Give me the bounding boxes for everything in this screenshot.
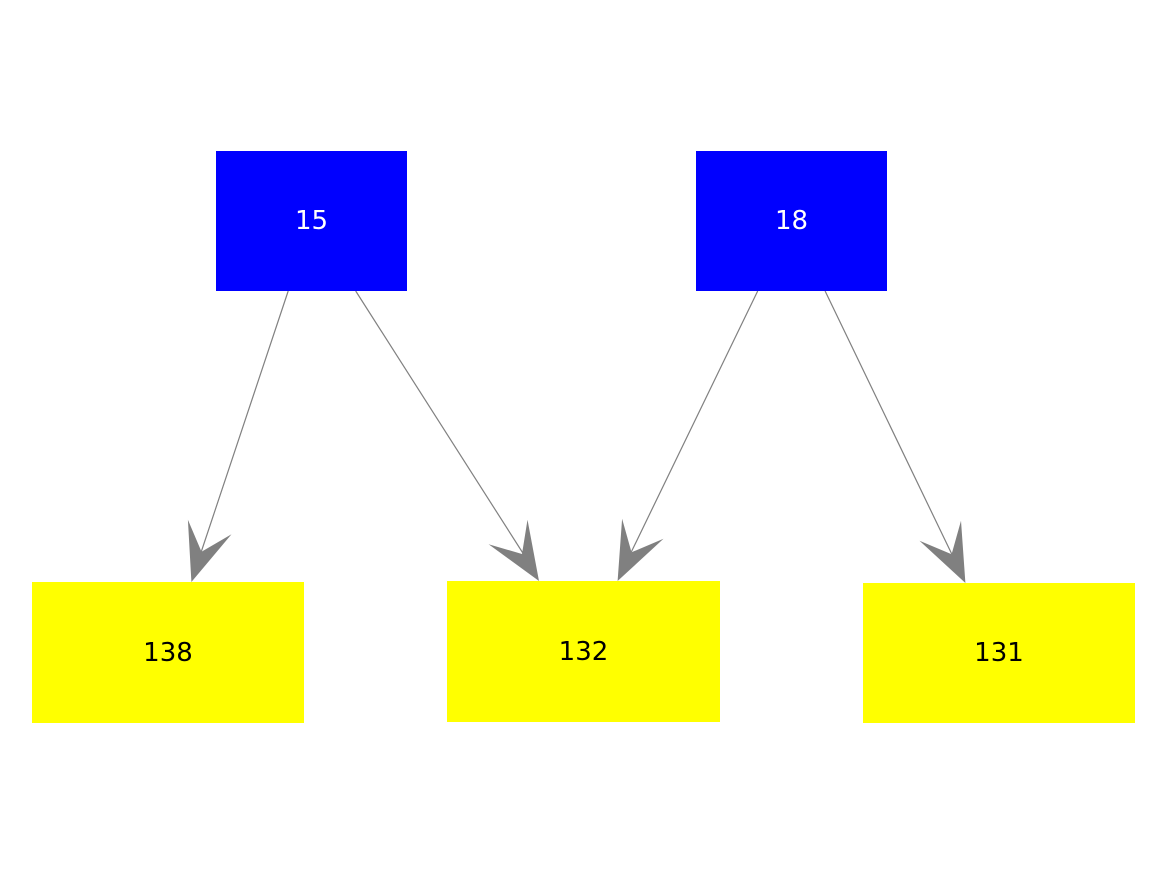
edge-18-132	[617, 290, 759, 581]
edge-18-132-line	[623, 290, 759, 567]
edge-15-138	[187, 290, 289, 582]
node-18-label: 18	[774, 206, 809, 236]
edge-15-132-line	[355, 290, 532, 566]
node-138: 138	[32, 582, 304, 723]
node-132-label: 132	[558, 636, 609, 667]
node-131: 131	[863, 583, 1135, 723]
node-15: 15	[216, 151, 407, 291]
edge-18-131-line	[824, 290, 960, 569]
node-18: 18	[696, 151, 887, 291]
edge-15-138-line	[195, 290, 289, 567]
edge-18-131	[824, 290, 966, 583]
node-132: 132	[447, 581, 720, 722]
node-138-label: 138	[143, 637, 193, 668]
node-131-label: 131	[974, 638, 1024, 668]
edge-15-132	[355, 290, 539, 581]
node-15-label: 15	[294, 206, 329, 236]
edge-15-138-arrowhead-icon	[187, 519, 232, 582]
edge-15-132-arrowhead-icon	[488, 519, 539, 581]
edge-18-132-arrowhead-icon	[617, 518, 664, 581]
edge-18-131-arrowhead-icon	[919, 520, 966, 583]
